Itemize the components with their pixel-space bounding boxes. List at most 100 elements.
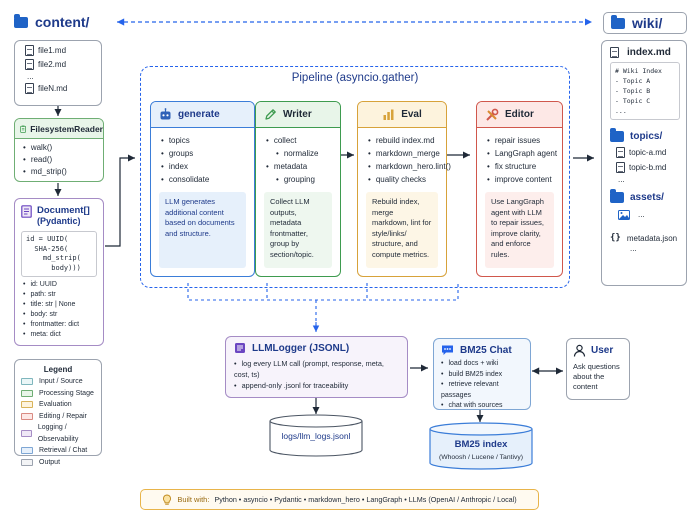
legend-swatch bbox=[21, 401, 33, 409]
index-file-row[interactable]: index.md bbox=[610, 47, 680, 58]
file-row[interactable]: file2.md bbox=[25, 59, 101, 71]
built-with-bar: Built with: Python • asyncio • Pydantic … bbox=[140, 489, 539, 510]
list-item: title: str | None bbox=[23, 300, 103, 310]
document-subtitle: (Pydantic) bbox=[37, 216, 81, 226]
pipeline-title: Pipeline (asyncio.gather) bbox=[291, 72, 419, 84]
list-item: read() bbox=[23, 154, 103, 166]
file-icon bbox=[25, 45, 34, 57]
document-header: Document[] (Pydantic) bbox=[15, 199, 103, 226]
list-item: walk() bbox=[23, 142, 103, 154]
stage-items: collect normalize metadata grouping bbox=[256, 128, 340, 186]
list-item: md_strip() bbox=[23, 166, 103, 178]
built-with-label: Built with: bbox=[177, 495, 210, 504]
list-item: fix structure bbox=[487, 160, 562, 173]
file-row[interactable]: fileN.md bbox=[25, 83, 101, 95]
list-item: groups bbox=[161, 147, 254, 160]
list-item: log every LLM call (prompt, response, me… bbox=[234, 358, 399, 380]
filesystem-reader-box: FilesystemReader walk() read() md_strip(… bbox=[14, 118, 104, 182]
list-item: consolidate bbox=[161, 173, 254, 186]
user-header: User bbox=[573, 344, 624, 357]
tools-icon bbox=[486, 108, 499, 121]
document-box: Document[] (Pydantic) id = UUID( SHA-256… bbox=[14, 198, 104, 346]
file-row[interactable]: file1.md bbox=[25, 45, 101, 57]
file-icon bbox=[25, 83, 34, 95]
list-item: path: str bbox=[23, 290, 103, 300]
user-title: User bbox=[591, 345, 614, 356]
clipboard-icon bbox=[20, 125, 26, 133]
bm25-index-title: BM25 index bbox=[454, 439, 508, 450]
reader-header: FilesystemReader bbox=[15, 119, 103, 139]
chat-header: BM25 Chat bbox=[441, 344, 524, 356]
bar-chart-icon bbox=[383, 109, 394, 120]
stage-eval[interactable]: Eval rebuild index.md markdown_merge mar… bbox=[357, 101, 451, 277]
list-item: retrieve relevant passages bbox=[441, 380, 524, 401]
legend-swatch bbox=[21, 389, 33, 397]
content-files-box: file1.md file2.md ... fileN.md bbox=[14, 40, 102, 106]
list-item: id: UUID bbox=[23, 280, 103, 290]
file-icon bbox=[25, 59, 34, 71]
topics-folder-row[interactable]: topics/ bbox=[610, 128, 680, 142]
document-icon bbox=[21, 205, 32, 218]
stage-title: Editor bbox=[505, 109, 534, 120]
chat-icon bbox=[442, 345, 453, 355]
legend-title: Legend bbox=[43, 365, 73, 374]
legend-label: Processing Stage bbox=[39, 389, 94, 397]
asset-row[interactable]: ... bbox=[610, 209, 680, 221]
stage-header: Eval bbox=[358, 102, 446, 128]
list-item: grouping bbox=[266, 173, 340, 186]
stage-writer[interactable]: Writer collect normalize metadata groupi… bbox=[255, 101, 341, 277]
list-item: markdown_hero.lint() bbox=[368, 160, 451, 173]
legend-label: Input / Source bbox=[39, 378, 83, 385]
legend-label: Editing / Repair bbox=[39, 412, 87, 420]
logs-file-cylinder bbox=[269, 414, 363, 457]
file-row[interactable]: topic-a.md bbox=[610, 147, 680, 159]
list-item: meta: dict bbox=[23, 330, 103, 340]
list-item: load docs + wiki bbox=[441, 359, 524, 370]
bm25-index-cylinder bbox=[429, 422, 533, 470]
index-preview: # Wiki Index - Topic A - Topic B - Topic… bbox=[610, 62, 680, 120]
wiki-folder-header: wiki/ bbox=[603, 12, 687, 34]
list-item: rebuild index.md bbox=[368, 134, 446, 147]
chat-items: load docs + wiki build BM25 index retrie… bbox=[441, 359, 524, 412]
legend-label: Output bbox=[39, 458, 61, 466]
stage-description: Collect LLM outputs, metadata frontmatte… bbox=[264, 192, 332, 268]
legend-label: Logging / Observability bbox=[37, 424, 79, 443]
chat-title: BM25 Chat bbox=[460, 344, 512, 356]
braces-icon: {} bbox=[610, 233, 621, 243]
list-item: chat with sources bbox=[441, 401, 524, 412]
pipeline-frame bbox=[140, 66, 570, 288]
bm25-chat-box[interactable]: BM25 Chat load docs + wiki build BM25 in… bbox=[433, 338, 531, 410]
pencil-icon bbox=[265, 109, 276, 120]
list-item: frontmatter: dict bbox=[23, 320, 103, 330]
file-ellipsis: ... bbox=[27, 72, 34, 81]
list-item: build BM25 index bbox=[441, 370, 524, 381]
image-icon bbox=[618, 210, 630, 220]
stage-header: Writer bbox=[256, 102, 340, 128]
legend-item: Retrieval / Chat bbox=[21, 445, 101, 457]
list-item: append-only .jsonl for traceability bbox=[234, 380, 399, 391]
stage-generate[interactable]: generate topics groups index consolidate… bbox=[150, 101, 255, 277]
stage-description: LLM generates additional content based o… bbox=[159, 192, 246, 268]
stage-items: topics groups index consolidate bbox=[151, 128, 254, 186]
metadata-file-row[interactable]: {} metadata.json bbox=[610, 233, 678, 243]
stage-description: Rebuild index, merge markdown, lint for … bbox=[366, 192, 438, 268]
reader-title: FilesystemReader bbox=[30, 123, 103, 134]
assets-folder-row[interactable]: assets/ bbox=[610, 189, 680, 203]
list-item: metadata bbox=[266, 160, 340, 173]
file-row[interactable]: topic-b.md bbox=[610, 162, 680, 174]
stage-title: Eval bbox=[401, 109, 422, 120]
stage-title: Writer bbox=[283, 109, 312, 120]
user-box[interactable]: User Ask questions about the content bbox=[566, 338, 630, 400]
stage-editor[interactable]: Editor repair issues LangGraph agent fix… bbox=[476, 101, 563, 277]
lightbulb-icon bbox=[163, 494, 172, 505]
document-pipeline-arrow bbox=[105, 154, 135, 247]
legend-swatch bbox=[21, 458, 33, 466]
legend-swatch bbox=[21, 430, 32, 437]
document-fields: id: UUID path: str title: str | None bod… bbox=[15, 277, 103, 340]
stage-description: Use LangGraph agent with LLM to repair i… bbox=[485, 192, 554, 268]
llm-logger-box[interactable]: LLMLogger (JSONL) log every LLM call (pr… bbox=[225, 336, 408, 398]
logs-file-label: logs/llm_logs.jsonl bbox=[281, 431, 351, 441]
user-description: Ask questions about the content bbox=[573, 362, 620, 391]
